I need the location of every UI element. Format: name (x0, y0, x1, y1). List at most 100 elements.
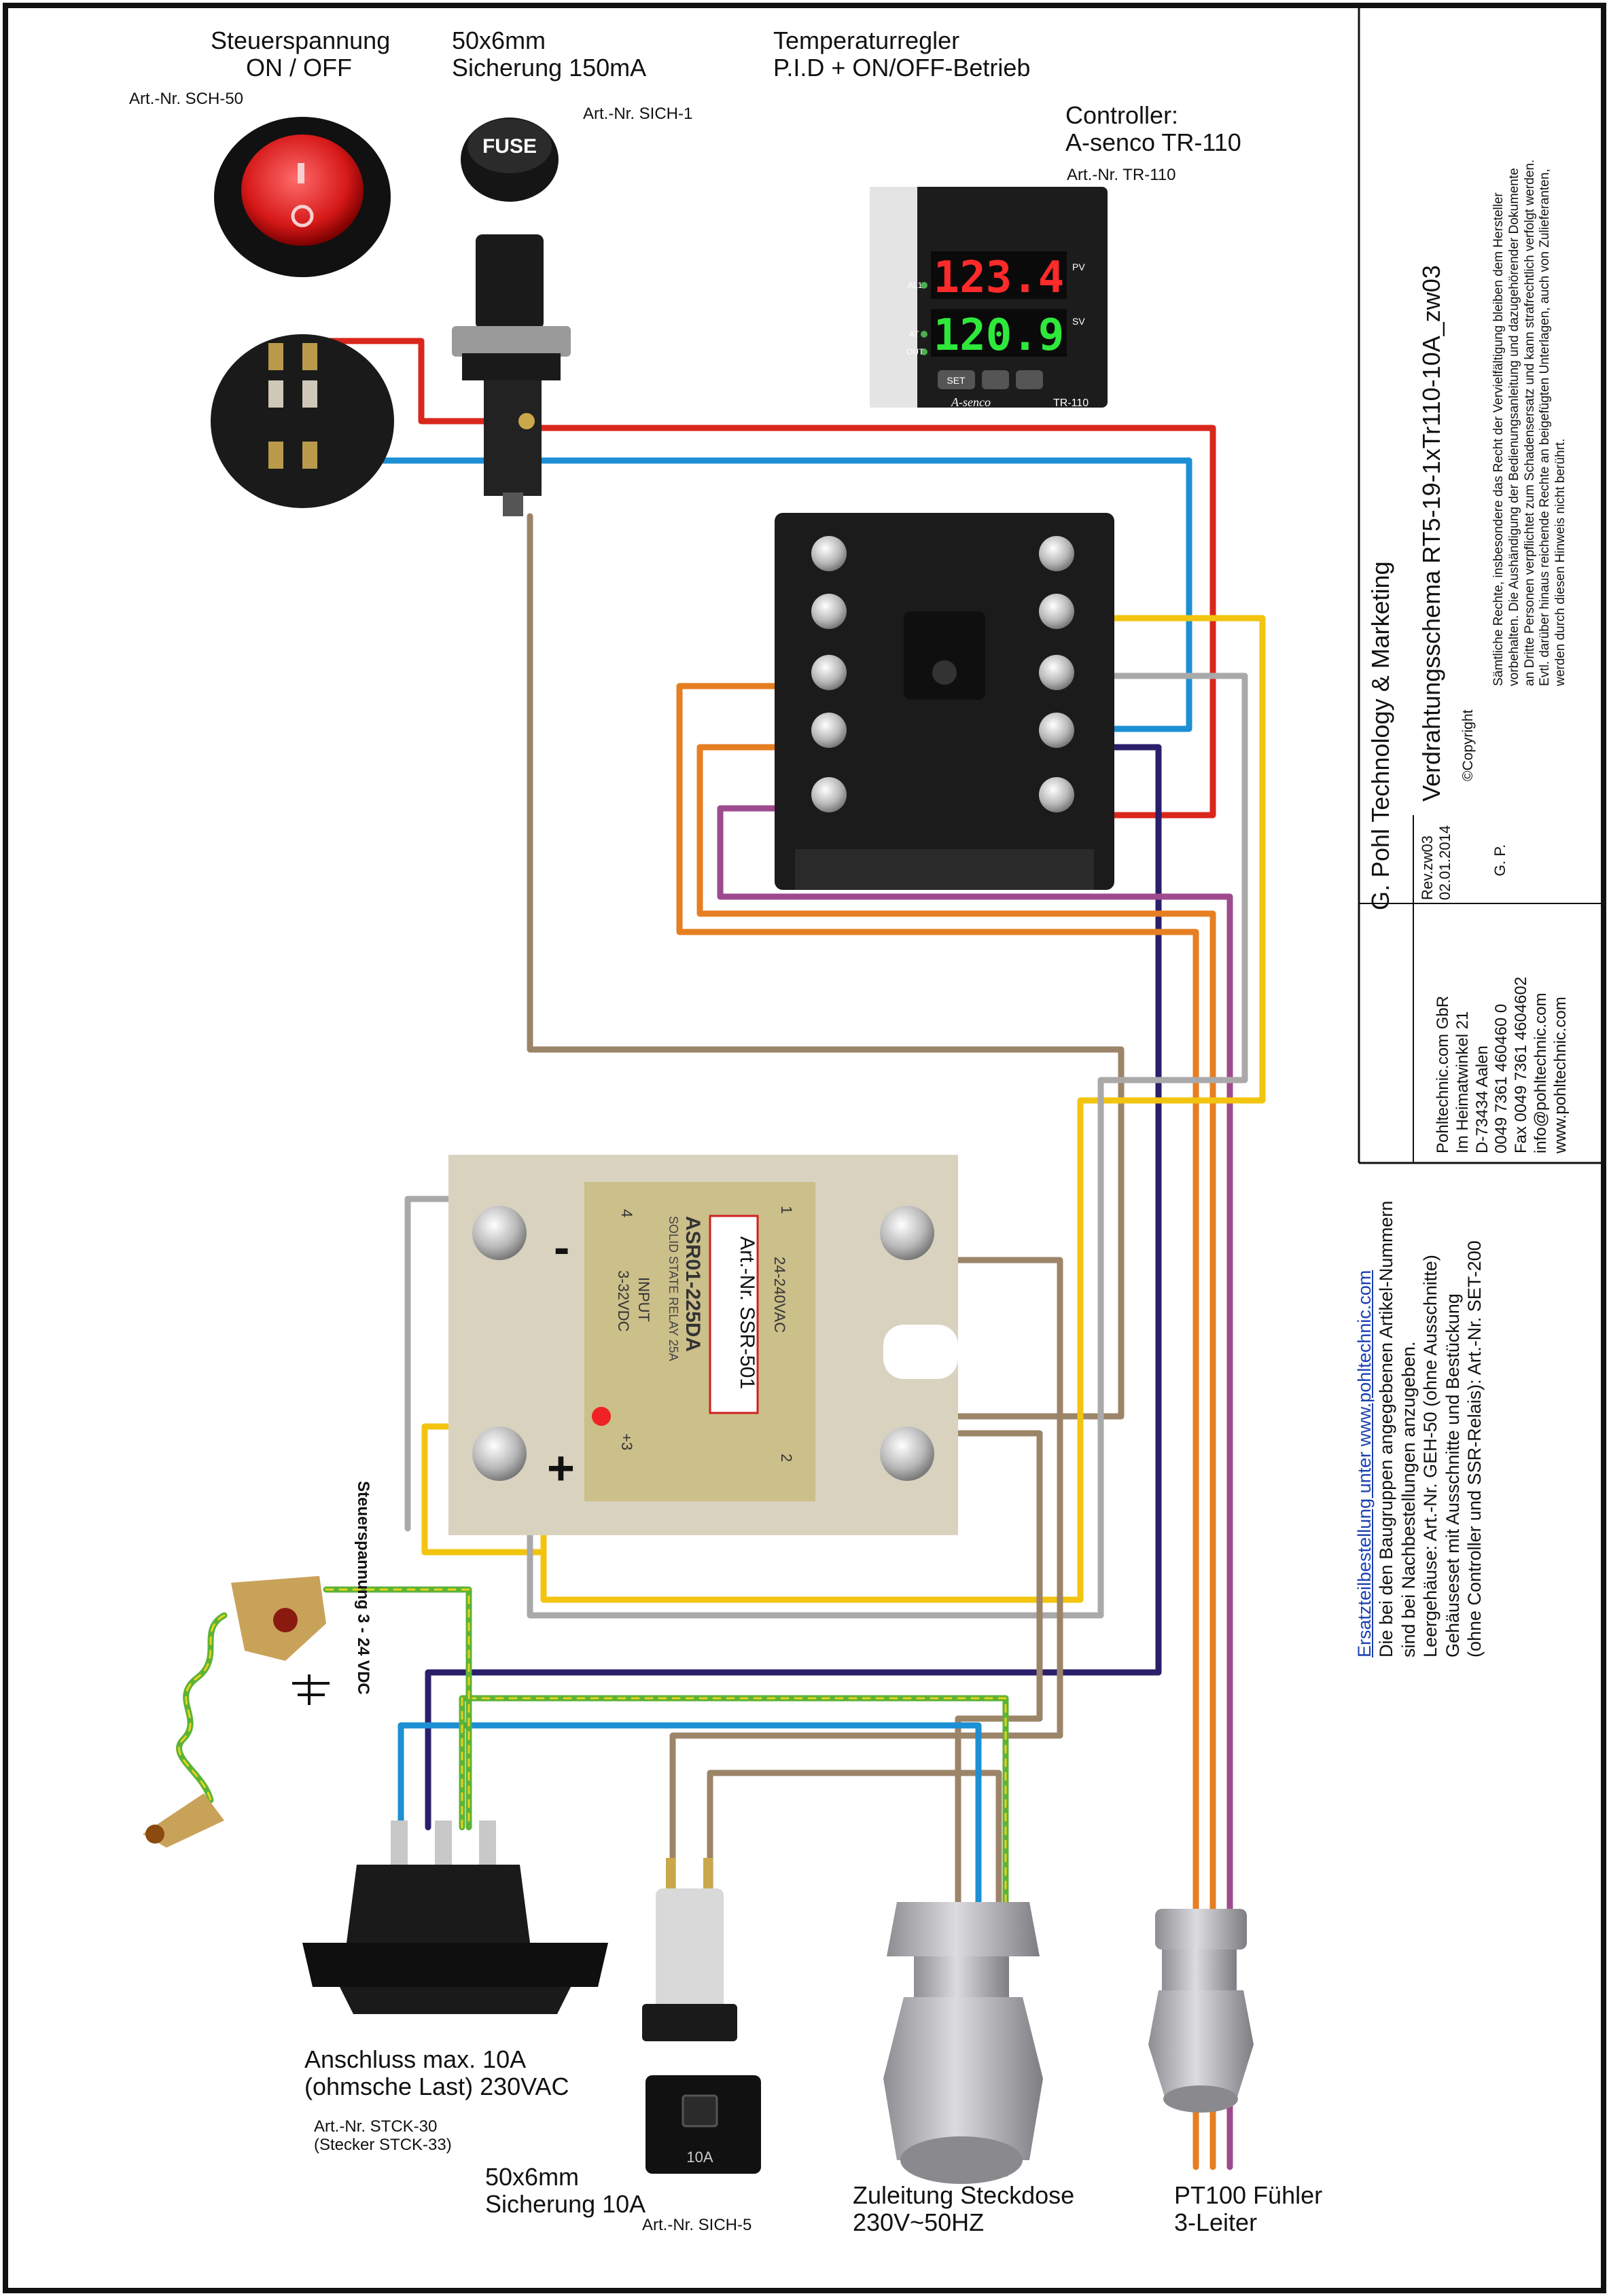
wire-ground-lug-stripe (325, 1588, 470, 1829)
controller-article: Art.-Nr. TR-110 (1067, 166, 1176, 184)
ssr-plus: + (547, 1441, 575, 1494)
ssr-article-box (709, 1215, 759, 1414)
ssr-input-range: 3-32VDC (615, 1270, 632, 1332)
wire-orange-ctrl-sensor-b (696, 744, 1216, 2170)
ssr-kind: SOLID STATE RELAY 25A (667, 1216, 680, 1361)
switch-subtitle: ON / OFF (246, 54, 352, 82)
controller-sv-label: SV (1072, 316, 1085, 327)
switch-label: Steuerspannung ON / OFF (211, 26, 391, 82)
wire-brown-ssr1-supply (669, 1257, 1063, 1899)
address-line-3: D-73434 Aalen (1472, 1045, 1491, 1153)
address-line-5: Fax 0049 7361 4604602 (1512, 976, 1531, 1153)
copyright-icon: © (1460, 770, 1476, 781)
wires (176, 338, 1266, 2177)
address-line-7: www.pohltechnic.com (1551, 997, 1570, 1153)
regulator-title: Temperaturregler (773, 26, 960, 54)
cable-gland-supply (883, 1902, 1043, 2184)
notes-line-3: Leergehäuse: Art.-Nr. GEH-50 (ohne Aussc… (1420, 1255, 1441, 1657)
switch-back (211, 334, 394, 508)
ssr-term-2: 2 (778, 1454, 795, 1462)
controller-at-label: AT (909, 329, 919, 339)
titleblock-date: 02.01.2014 (1436, 825, 1454, 900)
ssr-relay (448, 1155, 958, 1535)
fuse-cap-text: FUSE (482, 135, 537, 158)
fuse-load-subtitle: Sicherung 10A (485, 2190, 646, 2219)
fuse-cap-10a-text: 10A (686, 2149, 713, 2166)
wire-brown-ssr2-fuse (877, 1430, 1043, 2177)
wire-ground-coil-stripe (178, 1614, 226, 1801)
switch-front (214, 117, 391, 277)
notes-line-4: Gehäuseset mit Ausschnitte und Bestückun… (1442, 1293, 1463, 1657)
switch-title: Steuerspannung (211, 26, 391, 54)
controller-model-short: TR-110 (1053, 397, 1089, 409)
titleblock-initials: G. P. (1491, 844, 1508, 876)
fuse-cap-10a (646, 2075, 761, 2174)
copyright-line-4: Evtl. darüber hinaus reichende Rechte an… (1538, 168, 1553, 686)
ssr-term-4: 4 (618, 1209, 635, 1217)
switch-article: Art.-Nr. SCH-50 (129, 90, 244, 108)
fuse-holder-10a (642, 1858, 737, 2041)
regulator-subtitle: P.I.D + ON/OFF-Betrieb (773, 54, 1031, 82)
cable-gland-sensor (1148, 1909, 1254, 2113)
sensor-line2: 3-Leiter (1174, 2208, 1258, 2237)
ssr-model: ASR01-225DA (682, 1216, 704, 1352)
controller-al1-label: AL1 (908, 281, 923, 290)
sensor-label: PT100 Fühler 3-Leiter (1174, 2181, 1323, 2237)
fuse-ctrl-article: Art.-Nr. SICH-1 (583, 105, 693, 123)
titleblock-address: Pohltechnic.com GbR Im Heimatwinkel 21 D… (1434, 977, 1571, 1153)
controller-terminals (811, 536, 1074, 812)
supply-line1: Zuleitung Steckdose (853, 2181, 1075, 2209)
controller-pv-label: PV (1072, 262, 1085, 272)
controller-set-label: SET (947, 375, 966, 386)
notes-line-1: Die bei den Baugruppen angegebenen Artik… (1376, 1200, 1397, 1657)
wire-red-fuse-ctrl (520, 425, 1216, 819)
controller-sv-display: 120.9 (934, 310, 1065, 361)
controller-label: Controller: A-senco TR-110 (1065, 101, 1241, 157)
notes-line-5: (ohne Controller und SSR-Relais): Art.-N… (1464, 1240, 1485, 1657)
ssr-term-1: 1 (778, 1206, 795, 1214)
address-line-1: Pohltechnic.com GbR (1434, 995, 1452, 1153)
controller-model: A-senco TR-110 (1065, 128, 1241, 157)
address-line-6: info@pohltechnic.com (1531, 992, 1550, 1153)
controller-back (775, 513, 1114, 890)
supply-line2: 230V~50HZ (853, 2208, 985, 2237)
wire-yellow-ctrl-ssr (421, 615, 1266, 1603)
fuse-load-article: Art.-Nr. SICH-5 (642, 2216, 752, 2234)
address-line-4: 0049 7361 460460 0 (1492, 1003, 1511, 1153)
ground-symbol (292, 1674, 330, 1705)
socket-label: Anschluss max. 10A (ohmsche Last) 230VAC (304, 2045, 569, 2101)
wire-ground-lug (323, 1586, 472, 1831)
titleblock-revision: Rev.zw03 02.01.2014 (1419, 825, 1455, 900)
fuse-ctrl-title: 50x6mm (452, 26, 546, 54)
fuse-load-title: 50x6mm (485, 2163, 580, 2191)
ssr-input-label: INPUT (635, 1277, 652, 1322)
notes-link[interactable]: Ersatzteilbestellung unter www.pohltechn… (1354, 1270, 1375, 1657)
address-line-2: Im Heimatwinkel 21 (1453, 1011, 1472, 1153)
copyright-line-2: vorbehalten. Die Aushändigung der Bedien… (1506, 168, 1521, 686)
ssr-output-range: 24-240VAC (771, 1257, 788, 1333)
titleblock-copyright-head: ©Copyright (1460, 710, 1477, 781)
iec-socket (302, 1820, 608, 2014)
wire-brown-fuse-ssr (527, 513, 1125, 1420)
socket-article-block: Art.-Nr. STCK-30 (Stecker STCK-33) (314, 2117, 452, 2155)
fuse-load-label: 50x6mm Sicherung 10A (485, 2163, 646, 2219)
notes-block: Ersatzteilbestellung unter www.pohltechn… (1354, 1201, 1485, 1657)
supply-label: Zuleitung Steckdose 230V~50HZ (853, 2181, 1075, 2237)
sensor-line1: PT100 Fühler (1174, 2181, 1323, 2209)
ground-lug (143, 1576, 326, 1848)
titleblock-company: G. Pohl Technology & Marketing (1366, 561, 1394, 910)
socket-line1: Anschluss max. 10A (304, 2045, 527, 2073)
controller-brand: A-senco (951, 395, 991, 409)
fuse-holder-150ma (452, 234, 571, 516)
titleblock-copyright-text: Sämtliche Rechte, insbesondere das Recht… (1491, 160, 1569, 686)
regulator-label: Temperaturregler P.I.D + ON/OFF-Betrieb (773, 26, 1031, 82)
wire-red-switch-fuse (306, 338, 527, 425)
wire-blue-switch-ctrl (296, 457, 1192, 732)
notes-line-2: sind bei Nachbestellungen anzugeben. (1398, 1341, 1419, 1657)
socket-plug: (Stecker STCK-33) (314, 2135, 452, 2154)
copyright-line-5: werden durch diesen Hinweis nicht berühr… (1553, 438, 1568, 686)
wire-ground-coil (176, 1612, 228, 1804)
ssr-minus: - (554, 1221, 569, 1274)
fuse-cap-150ma (461, 118, 559, 202)
